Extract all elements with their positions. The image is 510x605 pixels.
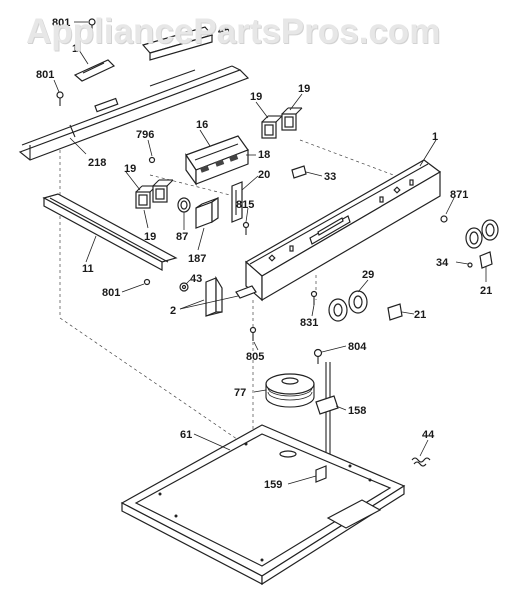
part-19-switch-lower-right[interactable] <box>152 179 174 203</box>
screw-801-left[interactable] <box>56 91 64 106</box>
part-77-heating-coil[interactable] <box>265 373 315 408</box>
label-158: 158 <box>348 405 366 417</box>
part-19-switch-upper-left[interactable] <box>261 115 283 139</box>
label-801: 801 <box>52 17 70 29</box>
screw-805[interactable] <box>249 326 257 342</box>
part-1-top-plate[interactable] <box>73 59 116 82</box>
screw-801-top[interactable] <box>88 18 96 33</box>
label-2: 2 <box>170 305 176 317</box>
label-20: 20 <box>258 169 270 181</box>
label-45: 45 <box>218 25 230 37</box>
label-815: 815 <box>236 199 254 211</box>
part-20-bracket[interactable] <box>231 181 243 223</box>
label-19: 19 <box>298 83 310 95</box>
label-19: 19 <box>144 231 156 243</box>
part-2-bracket-foot[interactable] <box>235 285 257 299</box>
label-805: 805 <box>246 351 264 363</box>
label-43: 43 <box>190 273 202 285</box>
label-159: 159 <box>264 479 282 491</box>
part-43-nut[interactable] <box>179 282 189 292</box>
screw-804[interactable] <box>313 348 323 365</box>
part-44-spring[interactable] <box>411 457 431 467</box>
part-61-base-pan[interactable] <box>120 424 406 586</box>
label-21: 21 <box>414 309 426 321</box>
label-87: 87 <box>176 231 188 243</box>
part-218-top-bracket[interactable] <box>18 65 250 161</box>
label-29: 29 <box>362 269 374 281</box>
label-218: 218 <box>88 157 106 169</box>
screw-871[interactable] <box>440 215 448 223</box>
label-33: 33 <box>324 171 336 183</box>
label-796: 796 <box>136 129 154 141</box>
screw-34[interactable] <box>467 262 473 268</box>
label-11: 11 <box>82 263 94 275</box>
part-21-clip-right[interactable] <box>479 251 493 269</box>
watermark-logo: AppliancePartsPros.com <box>26 12 441 51</box>
label-804: 804 <box>348 341 367 353</box>
label-187: 187 <box>188 253 206 265</box>
part-87-knob[interactable] <box>177 197 191 213</box>
part-labels: 801 1 45 801 218 19 19 796 16 18 1 19 19… <box>36 17 492 491</box>
part-29-knob-pair[interactable] <box>328 290 368 322</box>
label-801: 801 <box>102 287 120 299</box>
part-knob-right-pair[interactable] <box>465 219 499 249</box>
label-34: 34 <box>436 257 449 269</box>
label-19: 19 <box>124 163 136 175</box>
label-61: 61 <box>180 429 192 441</box>
label-801: 801 <box>36 69 54 81</box>
screw-831[interactable] <box>310 290 318 306</box>
part-2-bracket[interactable] <box>205 275 223 317</box>
part-1-control-panel[interactable] <box>244 159 442 302</box>
part-11-side-rail[interactable] <box>42 193 178 272</box>
label-18: 18 <box>258 149 270 161</box>
part-16-electronic-control-board[interactable] <box>185 135 249 186</box>
part-19-switch-upper-right[interactable] <box>281 107 303 131</box>
label-1: 1 <box>72 43 78 55</box>
label-871: 871 <box>450 189 468 201</box>
label-1: 1 <box>432 131 438 143</box>
part-45-insulation-strip[interactable] <box>141 26 214 61</box>
part-21-clip-mid[interactable] <box>387 303 403 321</box>
screw-801-lower[interactable] <box>143 278 151 286</box>
label-77: 77 <box>234 387 246 399</box>
screw-815[interactable] <box>242 221 250 236</box>
label-19: 19 <box>250 91 262 103</box>
screw-796[interactable] <box>148 156 156 164</box>
label-831: 831 <box>300 317 318 329</box>
label-16: 16 <box>196 119 208 131</box>
part-159-clip[interactable] <box>315 465 327 483</box>
label-44: 44 <box>422 429 435 441</box>
label-21: 21 <box>480 285 492 297</box>
part-33-clip[interactable] <box>291 165 307 179</box>
leader-lines <box>53 21 487 485</box>
part-187-block[interactable] <box>195 196 219 229</box>
